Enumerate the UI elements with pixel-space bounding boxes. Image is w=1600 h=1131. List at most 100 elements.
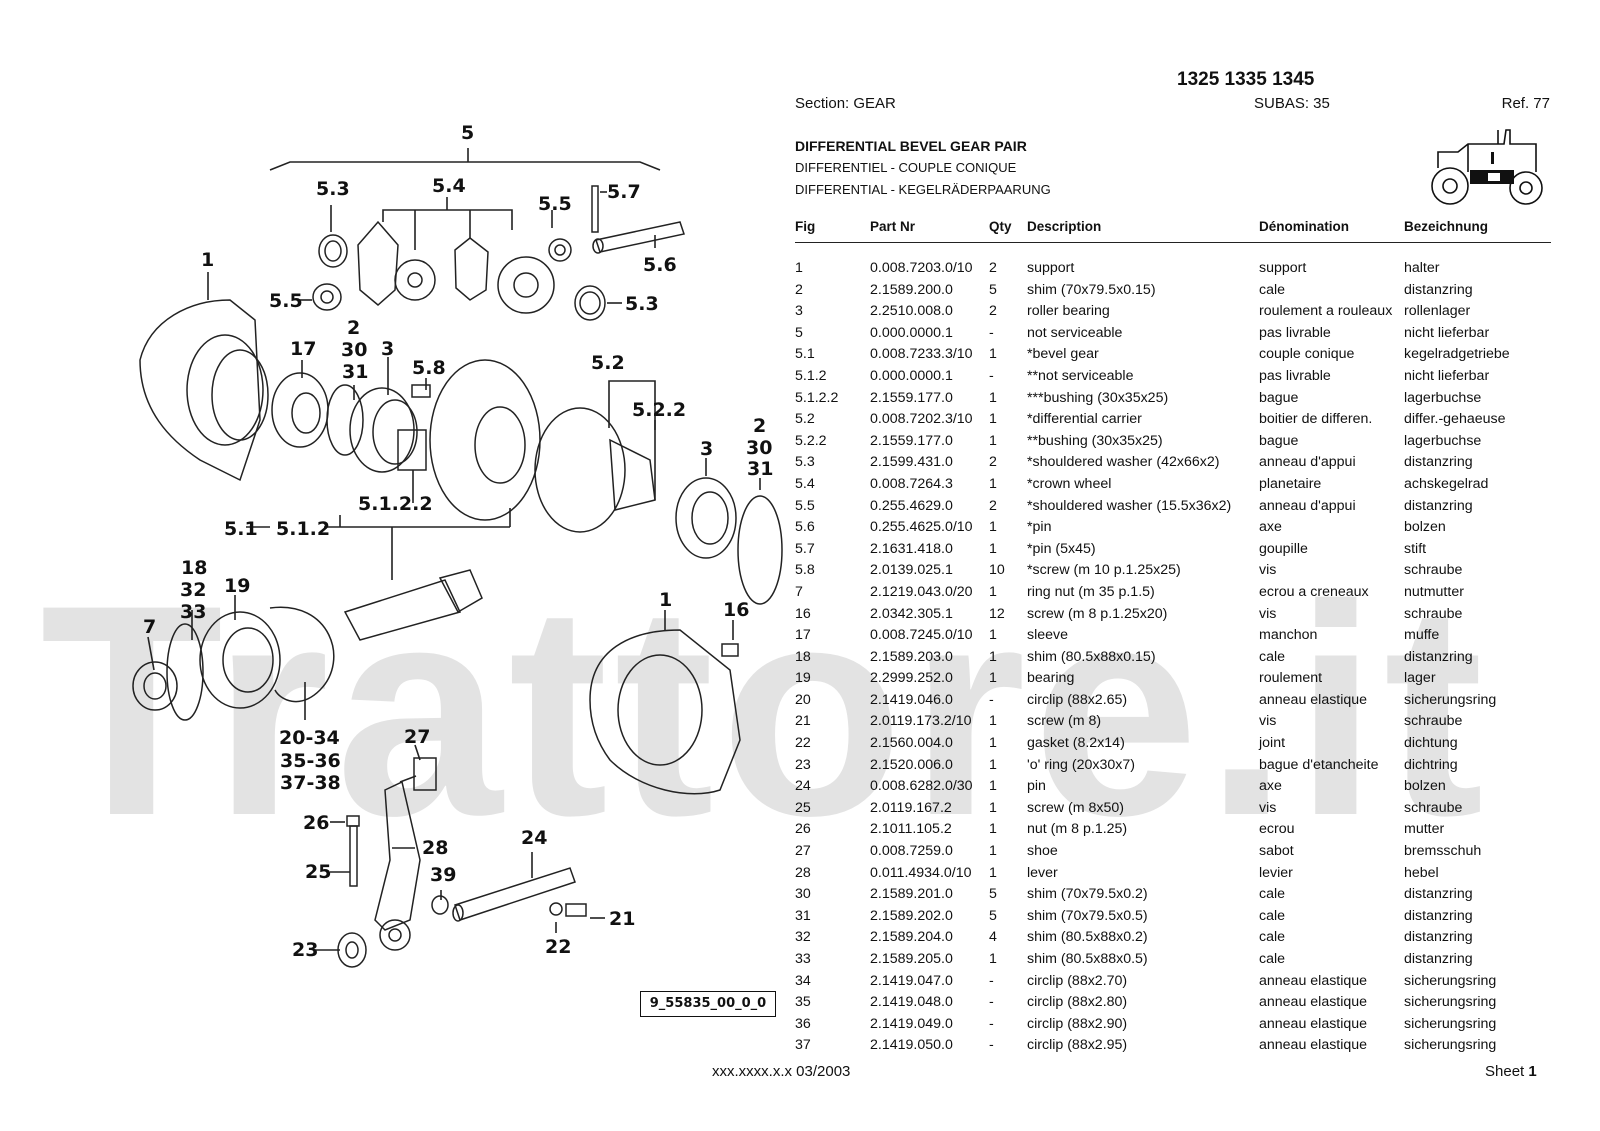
cell-part-nr: 2.1559.177.0 [870, 389, 953, 406]
cell-bezeichnung: sicherungsring [1404, 1015, 1497, 1032]
cell-qty: 2 [989, 497, 997, 514]
cell-part-nr: 2.1589.203.0 [870, 648, 953, 665]
label-30-right: 30 [746, 437, 773, 459]
cell-description: sleeve [1027, 627, 1069, 644]
cell-qty: 1 [989, 778, 997, 795]
cell-bezeichnung: hebel [1404, 864, 1439, 881]
cell-part-nr: 2.2999.252.0 [870, 670, 953, 687]
cell-part-nr: 2.1560.004.0 [870, 735, 953, 752]
cell-bezeichnung: distanzring [1404, 454, 1473, 471]
cell-qty: 1 [989, 735, 997, 752]
shims-2-30-31-left [326, 384, 364, 456]
cell-bezeichnung: distanzring [1404, 497, 1473, 514]
cell-description: *differential carrier [1027, 411, 1142, 428]
group-5-bracket [269, 161, 661, 171]
cell-description: *crown wheel [1027, 475, 1112, 492]
shim-ring-right [737, 495, 783, 605]
cell-denomination: bague d'etancheite [1259, 756, 1379, 773]
section-label: Section: GEAR [795, 95, 896, 112]
cell-denomination: vis [1259, 799, 1277, 816]
cell-description: *pin (5x45) [1027, 540, 1096, 557]
cell-description: *shouldered washer (42x66x2) [1027, 454, 1220, 471]
diagram-reference-code: 9_55835_00_0_0 [640, 991, 776, 1017]
cell-fig: 5 [795, 324, 803, 341]
cell-denomination: vis [1259, 605, 1277, 622]
cell-part-nr: 2.0139.025.1 [870, 562, 953, 579]
cell-qty: - [989, 1015, 994, 1032]
circlip-20-34 [269, 606, 335, 703]
cell-description: circlip (88x2.90) [1027, 1015, 1128, 1032]
cell-part-nr: 2.1011.105.2 [870, 821, 952, 838]
cell-fig: 34 [795, 972, 811, 989]
pin-24 [454, 867, 576, 921]
header-bezeichnung: Bezeichnung [1404, 219, 1489, 234]
cell-bezeichnung: halter [1404, 260, 1440, 276]
cell-qty: 1 [989, 713, 997, 730]
header-qty: Qty [989, 219, 1012, 234]
cell-part-nr: 2.1599.431.0 [870, 454, 953, 471]
cell-fig: 37 [795, 1037, 811, 1054]
label-35-36: 35-36 [280, 750, 341, 772]
cell-part-nr: 0.008.7264.3 [870, 475, 953, 492]
cell-part-nr: 2.1419.046.0 [870, 691, 953, 708]
cell-fig: 5.2 [795, 411, 815, 428]
cell-qty: 5 [989, 281, 997, 298]
cell-fig: 23 [795, 756, 811, 773]
cell-denomination: ecrou a creneaux [1259, 583, 1369, 600]
cell-bezeichnung: distanzring [1404, 886, 1473, 903]
cell-denomination: pas livrable [1259, 367, 1331, 384]
exploded-parts-diagram [132, 148, 783, 968]
cell-fig: 16 [795, 605, 811, 622]
cell-qty: - [989, 972, 994, 989]
cell-fig: 20 [795, 691, 811, 708]
cell-qty: 1 [989, 864, 997, 881]
cell-bezeichnung: schraube [1404, 562, 1463, 579]
cell-denomination: cale [1259, 886, 1286, 903]
header-denomination: Dénomination [1259, 219, 1349, 234]
cell-qty: 1 [989, 951, 997, 967]
cell-denomination: anneau d'appui [1259, 497, 1356, 514]
cell-denomination: ecrou [1259, 821, 1295, 838]
cell-fig: 17 [795, 627, 811, 644]
cell-bezeichnung: dichtung [1404, 735, 1458, 752]
cell-denomination: roulement [1259, 670, 1323, 687]
cell-fig: 5.4 [795, 475, 815, 492]
cell-bezeichnung: muffe [1404, 627, 1440, 644]
label-24: 24 [521, 827, 548, 849]
cell-bezeichnung: nicht lieferbar [1404, 324, 1490, 341]
cell-part-nr: 2.2510.008.0 [870, 303, 953, 320]
label-26: 26 [303, 812, 330, 834]
shoe-27 [413, 757, 437, 791]
cell-denomination: axe [1259, 519, 1282, 536]
cell-description: gasket (8.2x14) [1027, 735, 1125, 752]
cell-qty: 12 [989, 605, 1005, 622]
cell-description: support [1027, 260, 1075, 276]
cell-fig: 5.7 [795, 540, 815, 557]
cell-qty: 1 [989, 475, 997, 492]
header-part-nr: Part Nr [870, 219, 916, 234]
cell-fig: 25 [795, 799, 811, 816]
cell-denomination: axe [1259, 778, 1282, 795]
label-2-right: 2 [753, 415, 767, 437]
cell-part-nr: 0.008.7245.0/10 [870, 627, 973, 644]
cell-fig: 27 [795, 843, 811, 860]
cell-fig: 31 [795, 907, 811, 924]
cell-bezeichnung: schraube [1404, 605, 1463, 622]
cell-bezeichnung: sicherungsring [1404, 691, 1497, 708]
cell-fig: 5.3 [795, 454, 815, 471]
bevel-gears-5-4 [357, 220, 555, 314]
cell-bezeichnung: bremsschuh [1404, 843, 1482, 860]
label-17: 17 [290, 338, 317, 360]
